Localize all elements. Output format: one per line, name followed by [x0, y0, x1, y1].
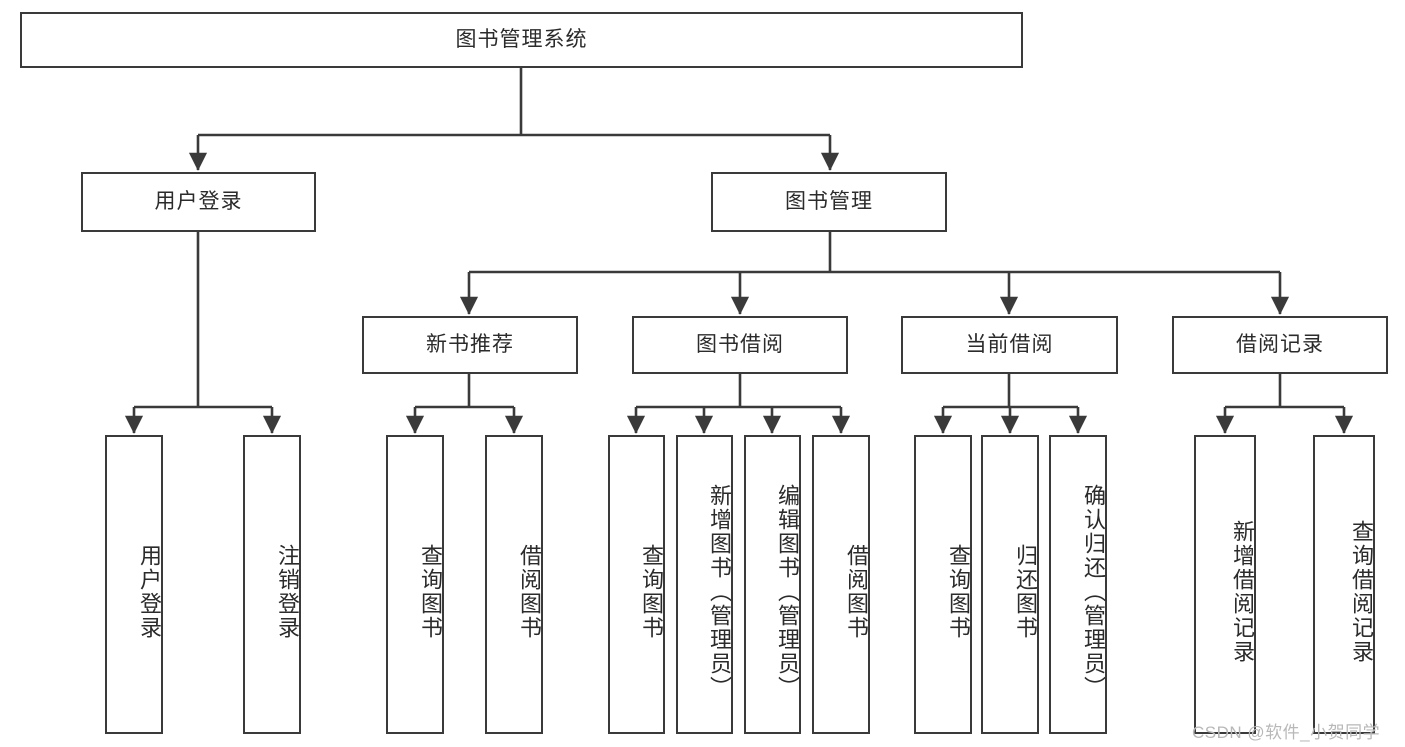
- leaf-label: 查询图书: [946, 543, 971, 640]
- node-leaf-borrow-book[interactable]: 借阅图书: [812, 435, 870, 734]
- node-book-manage[interactable]: 图书管理: [711, 172, 947, 232]
- leaf-label: 借阅图书: [844, 543, 869, 640]
- node-leaf-return-book[interactable]: 归还图书: [981, 435, 1039, 734]
- node-leaf-logout[interactable]: 注销登录: [243, 435, 301, 734]
- csdn-watermark: CSDN @软件_小贺同学: [1192, 723, 1381, 742]
- node-book-borrow[interactable]: 图书借阅: [632, 316, 848, 374]
- node-leaf-query-borrow-record[interactable]: 查询借阅记录: [1313, 435, 1375, 734]
- node-leaf-borrow-book-recommend[interactable]: 借阅图书: [485, 435, 543, 734]
- leaf-label: 新增图书（管理员）: [707, 483, 732, 700]
- node-current-borrow[interactable]: 当前借阅: [901, 316, 1118, 374]
- leaf-label: 借阅图书: [517, 543, 542, 640]
- node-borrow-record[interactable]: 借阅记录: [1172, 316, 1388, 374]
- leaf-label: 查询借阅记录: [1349, 519, 1374, 664]
- node-new-book-recommend[interactable]: 新书推荐: [362, 316, 578, 374]
- leaf-label: 确认归还（管理员）: [1081, 483, 1106, 700]
- leaf-label: 用户登录: [137, 543, 162, 640]
- node-leaf-add-book[interactable]: 新增图书（管理员）: [676, 435, 733, 734]
- leaf-label: 注销登录: [275, 543, 300, 640]
- leaf-label: 查询图书: [639, 543, 664, 640]
- node-leaf-query-book-recommend[interactable]: 查询图书: [386, 435, 444, 734]
- node-leaf-add-borrow-record[interactable]: 新增借阅记录: [1194, 435, 1256, 734]
- node-leaf-edit-book[interactable]: 编辑图书（管理员）: [744, 435, 801, 734]
- node-leaf-user-login[interactable]: 用户登录: [105, 435, 163, 734]
- leaf-label: 新增借阅记录: [1230, 519, 1255, 664]
- leaf-label: 归还图书: [1013, 543, 1038, 640]
- leaf-label: 查询图书: [418, 543, 443, 640]
- leaf-label: 编辑图书（管理员）: [775, 483, 800, 700]
- node-leaf-query-book-borrow[interactable]: 查询图书: [608, 435, 665, 734]
- node-leaf-query-book-current[interactable]: 查询图书: [914, 435, 972, 734]
- node-root-system[interactable]: 图书管理系统: [20, 12, 1023, 68]
- node-user-login[interactable]: 用户登录: [81, 172, 316, 232]
- node-leaf-confirm-return[interactable]: 确认归还（管理员）: [1049, 435, 1107, 734]
